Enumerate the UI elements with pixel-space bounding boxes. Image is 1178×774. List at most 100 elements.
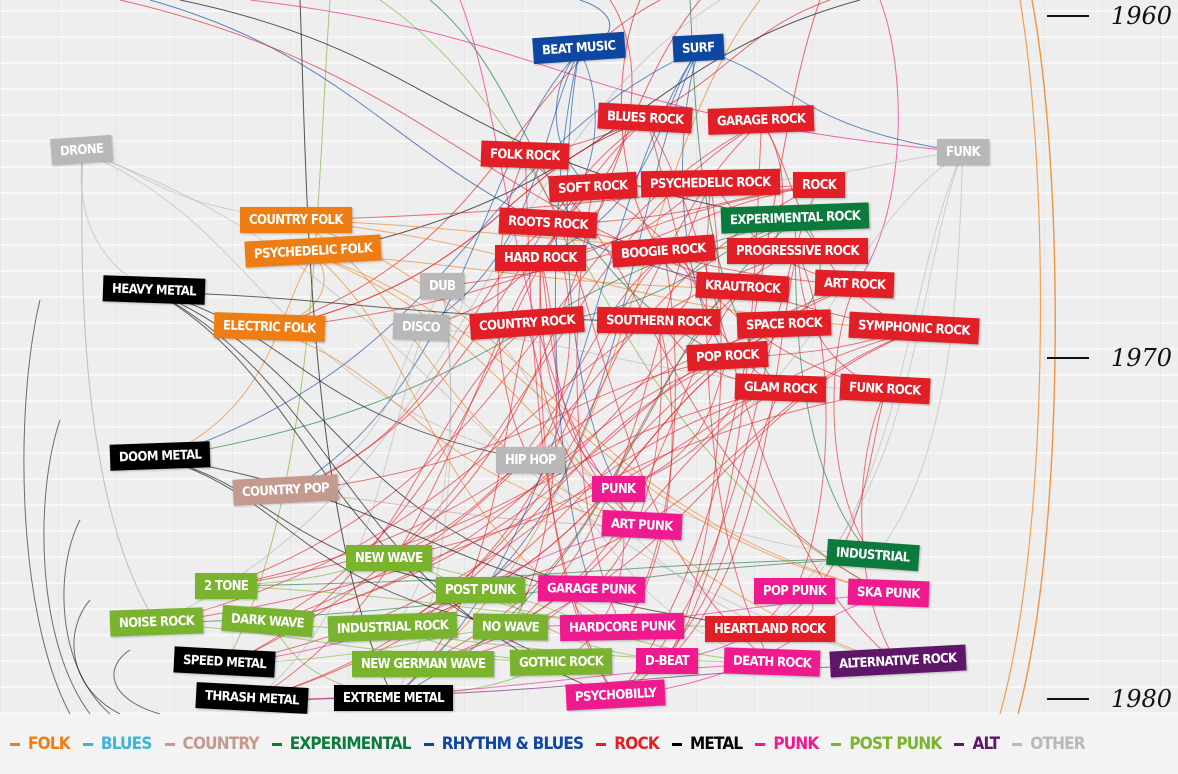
genre-progressiverock[interactable]: Progressive Rock	[727, 238, 868, 264]
legend-label: Alt	[972, 734, 1000, 754]
genre-artpunk[interactable]: Art Punk	[601, 509, 683, 541]
genre-gothicrock[interactable]: Gothic Rock	[509, 648, 613, 676]
genre-noiserock[interactable]: Noise Rock	[109, 607, 204, 637]
genre-newgermanwave[interactable]: New German Wave	[352, 651, 495, 677]
genre-skapunk[interactable]: Ska Punk	[847, 578, 930, 608]
decade-label: 1980	[1110, 685, 1172, 713]
genre-rootsrock[interactable]: Roots Rock	[498, 207, 598, 239]
influence-link	[388, 330, 915, 559]
influence-link	[43, 419, 91, 714]
genre-drone[interactable]: Drone	[50, 134, 114, 166]
decade-marker-1980: 1980	[1046, 685, 1172, 713]
legend-swatch	[671, 742, 682, 746]
influence-link	[593, 0, 633, 190]
legend-label: Experimental	[289, 734, 412, 754]
legend-swatch	[1012, 742, 1023, 746]
genre-surf[interactable]: Surf	[672, 33, 725, 63]
genre-psychedelicrock[interactable]: Psychedelic Rock	[640, 168, 780, 198]
genre-twotone[interactable]: 2 Tone	[195, 573, 258, 599]
legend-label: Folk	[28, 734, 71, 754]
influence-link	[295, 219, 889, 595]
influence-link	[794, 250, 827, 592]
genre-garagerock[interactable]: Garage Rock	[707, 105, 815, 135]
genre-punk[interactable]: Punk	[592, 476, 645, 502]
genre-disco[interactable]: Disco	[392, 313, 450, 341]
legend-item-experimental: Experimental	[271, 734, 412, 754]
genre-poppunk[interactable]: Pop Punk	[754, 578, 836, 604]
genre-hardcorepunk[interactable]: Hardcore Punk	[559, 612, 685, 642]
influence-link	[616, 593, 889, 699]
legend-item-blues: Blues	[82, 734, 152, 754]
influence-link	[156, 250, 798, 625]
influence-link	[833, 285, 875, 559]
influence-link	[618, 325, 785, 490]
genre-countryfolk[interactable]: Country Folk	[240, 207, 352, 233]
influence-link	[160, 48, 700, 459]
influence-link	[249, 0, 964, 153]
genre-dub[interactable]: Dub	[420, 273, 465, 299]
genre-southernrock[interactable]: Southern Rock	[596, 306, 721, 336]
influence-link	[82, 151, 531, 461]
genre-glamrock[interactable]: Glam Rock	[734, 373, 827, 403]
genre-psychobilly[interactable]: Psychobilly	[565, 679, 666, 711]
legend-label: Rhythm & Blues	[441, 734, 584, 754]
influence-link	[480, 330, 915, 591]
genre-poprock[interactable]: Pop Rock	[686, 340, 769, 372]
influence-link	[539, 257, 619, 490]
legend-item-alt: Alt	[954, 734, 1000, 754]
genre-heartlandrock[interactable]: Heartland Rock	[705, 616, 835, 642]
influence-link	[497, 156, 531, 461]
legend-item-punk: Punk	[755, 734, 819, 754]
influence-link	[23, 299, 71, 714]
genre-experimentalrock[interactable]: Experimental Rock	[720, 202, 870, 234]
genre-newwave[interactable]: New Wave	[346, 545, 432, 571]
influence-link	[548, 184, 820, 227]
influence-link	[861, 391, 899, 665]
influence-link	[63, 519, 111, 714]
legend-item-rock: Rock	[596, 734, 660, 754]
genre-extrememetal[interactable]: Extreme Metal	[334, 685, 453, 711]
legend-label: Other	[1030, 734, 1085, 754]
influence-link	[226, 557, 874, 587]
genre-dbeat[interactable]: D-Beat	[636, 648, 699, 674]
influence-link	[160, 254, 315, 459]
influence-link	[999, 0, 1042, 714]
genre-krautrock[interactable]: Krautrock	[695, 271, 791, 303]
influence-link	[156, 390, 886, 625]
genre-postpunk[interactable]: Post Punk	[436, 577, 525, 603]
influence-link	[388, 0, 701, 559]
genre-softrock[interactable]: Soft Rock	[548, 171, 638, 203]
influence-link	[154, 291, 617, 699]
genre-garagepunk[interactable]: Garage Punk	[537, 575, 645, 603]
genre-industrialrock[interactable]: Industrial Rock	[327, 611, 458, 643]
genre-folkrock[interactable]: Folk Rock	[480, 140, 570, 170]
influence-link	[854, 0, 899, 286]
legend-swatch	[423, 742, 434, 746]
genre-funk[interactable]: Funk	[937, 139, 989, 165]
legend-label: Country	[182, 734, 260, 754]
legend-item-folk: Folk	[10, 734, 71, 754]
legend-swatch	[164, 742, 175, 746]
genre-spacerock[interactable]: Space Rock	[736, 309, 832, 339]
genre-electricfolk[interactable]: Electric Folk	[213, 312, 326, 342]
legend-item-country: Country	[164, 734, 260, 754]
influence-link	[154, 291, 531, 461]
genre-bluesrock[interactable]: Blues Rock	[597, 102, 694, 134]
legend-swatch	[755, 742, 766, 746]
genre-hardrock[interactable]: Hard Rock	[495, 245, 586, 271]
genre-funkrock[interactable]: Funk Rock	[839, 373, 931, 405]
genre-deathrock[interactable]: Death Rock	[723, 647, 821, 677]
genre-hiphop[interactable]: Hip Hop	[496, 447, 565, 473]
influence-link	[591, 322, 662, 591]
legend-swatch	[596, 742, 607, 746]
genre-nowave[interactable]: No Wave	[472, 613, 549, 641]
genre-speedmetal[interactable]: Speed Metal	[173, 646, 276, 678]
decade-tick	[1046, 15, 1089, 17]
genre-doommetal[interactable]: Doom Metal	[109, 441, 211, 471]
genre-artrock[interactable]: Art Rock	[814, 269, 895, 299]
legend-swatch	[831, 742, 842, 746]
genre-countrypop[interactable]: Country Pop	[232, 474, 339, 506]
genre-heavymetal[interactable]: Heavy Metal	[102, 275, 206, 305]
genre-rock[interactable]: Rock	[793, 172, 846, 198]
influence-link	[82, 151, 899, 666]
